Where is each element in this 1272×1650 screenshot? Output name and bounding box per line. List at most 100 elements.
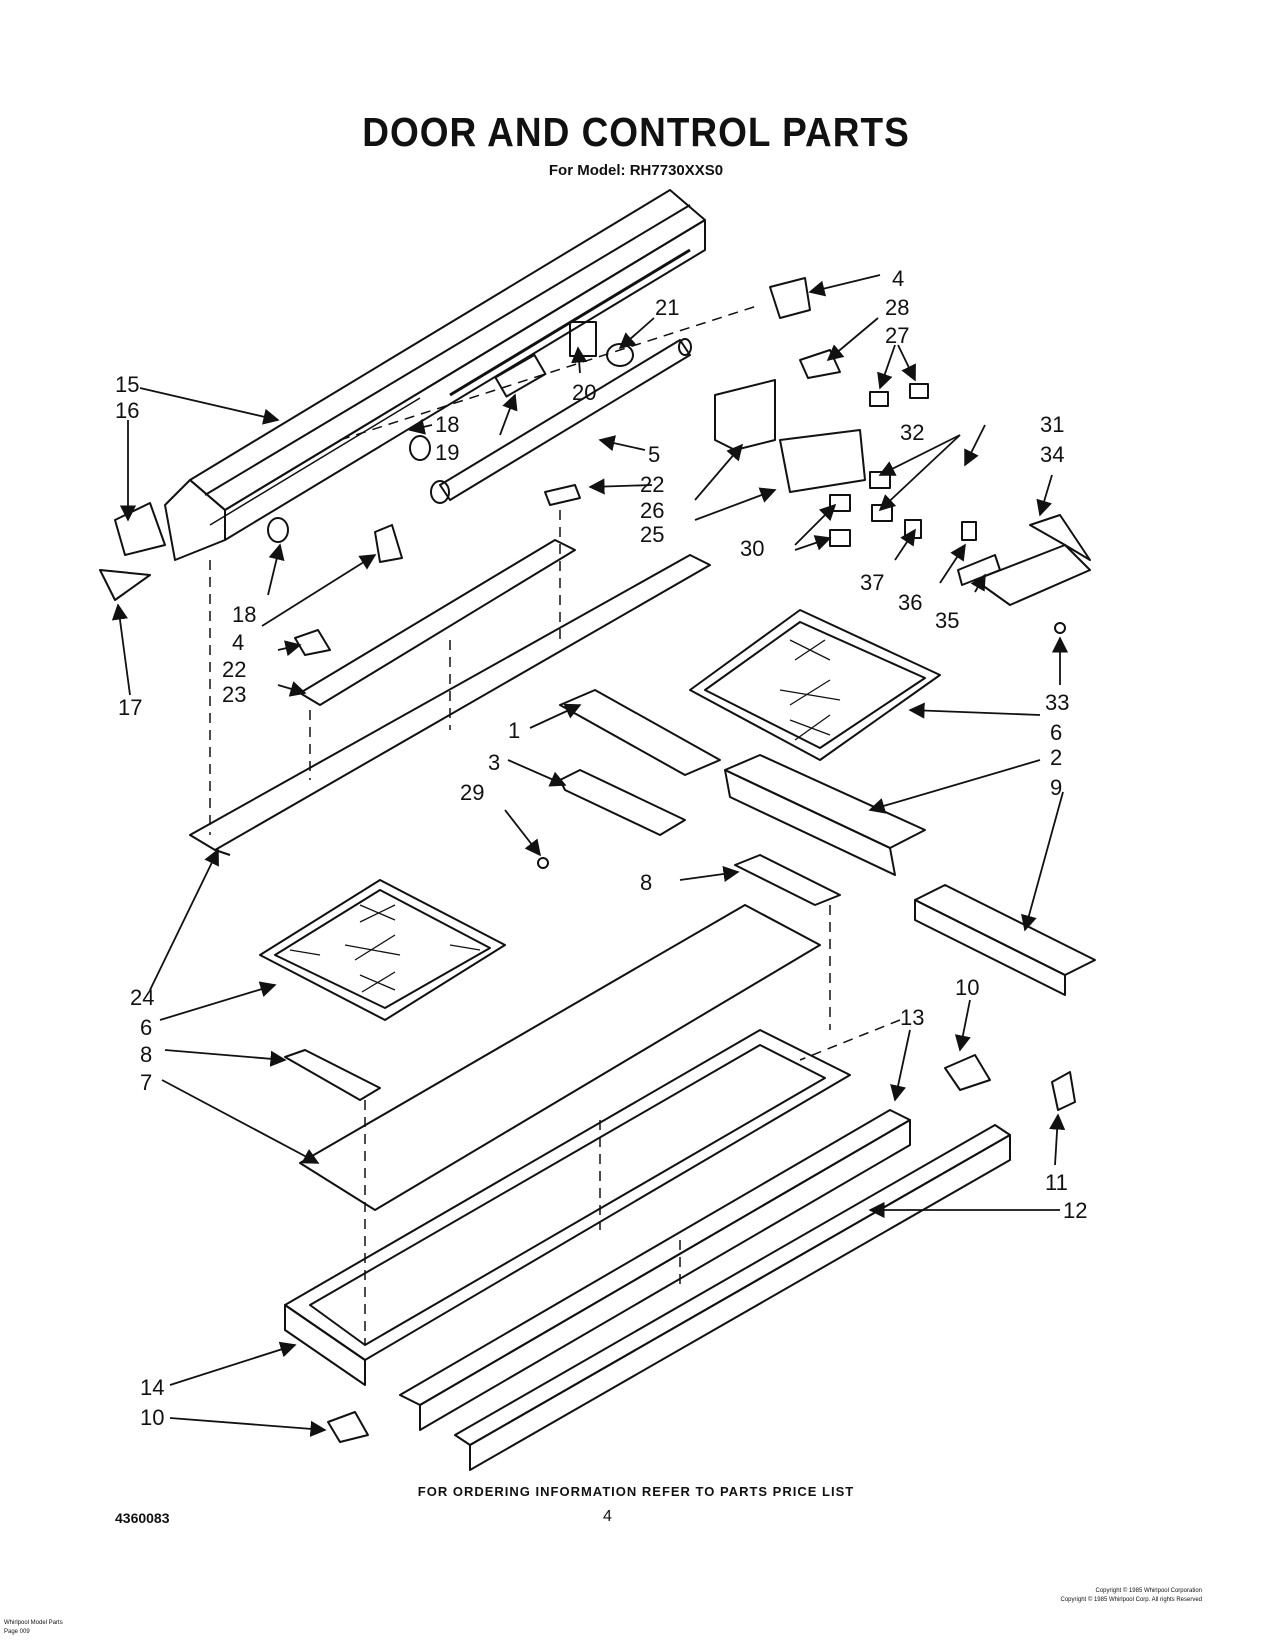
glass-panel-part [299,539,576,706]
small-part [869,391,889,407]
trim-part [734,854,841,906]
small-part [267,517,289,543]
callout-7: 7 [140,1070,152,1095]
callout-8: 8 [140,1042,152,1067]
grid-panel-part [689,609,941,761]
small-part [909,383,929,399]
callout-10: 10 [955,975,979,1000]
callout-27: 27 [885,323,909,348]
callout-11: 11 [1045,1170,1068,1195]
bracket-part [769,277,811,319]
callout-2: 2 [1050,745,1062,770]
channel-part [914,884,1096,976]
callout-18: 18 [435,412,459,437]
ordering-info-note: FOR ORDERING INFORMATION REFER TO PARTS … [417,1484,855,1499]
callout-15: 15 [115,372,139,397]
small-part [961,521,977,541]
trim-part [284,1049,381,1101]
callout-13: 13 [900,1005,924,1030]
callout-16: 16 [115,398,139,423]
callout-28: 28 [885,295,909,320]
bracket-part [559,769,686,836]
callout-23: 23 [222,682,246,707]
callout-20: 20 [572,380,596,405]
copyright-line: Copyright © 1985 Whirlpool Corp. All rig… [1060,1597,1202,1603]
bracket-part [714,379,776,451]
callout-3: 3 [488,750,500,775]
glass-panel-part [299,904,821,1211]
callout-37: 37 [860,570,884,595]
screw-part [1054,622,1066,634]
callout-26: 26 [640,498,664,523]
end-cap-part [99,569,151,601]
document-number: 4360083 [115,1510,170,1526]
callout-32: 32 [900,420,924,445]
page-number: 4 [603,1508,612,1525]
callout-12: 12 [1063,1198,1087,1223]
callout-14: 14 [140,1375,164,1400]
callout-22: 22 [640,472,664,497]
small-part [829,529,851,547]
switch-part [957,554,1001,586]
switch-housing-part [974,544,1091,606]
callout-33: 33 [1045,690,1069,715]
callout-21: 21 [655,295,679,320]
callout-19: 19 [435,440,459,465]
handle-tube-part [454,1124,1011,1471]
callout-17: 17 [118,695,142,720]
copyright-line: Copyright © 1985 Whirlpool Corporation [1095,1588,1202,1594]
callout-6: 6 [140,1015,152,1040]
callout-31: 31 [1040,412,1064,437]
hatching [289,639,841,993]
small-part [409,435,431,461]
screw-part [537,857,549,869]
callout-34: 34 [1040,442,1064,467]
clip-part [799,349,841,379]
small-part [374,524,403,563]
callout-29: 29 [460,780,484,805]
end-cap-part [114,502,166,556]
model-subtitle: For Model: RH7730XXS0 [548,162,724,179]
bracket-part [494,353,547,398]
small-part [829,494,851,512]
housing-part [724,754,926,849]
end-cap-part [327,1411,369,1443]
callout-4: 4 [892,266,904,291]
handle-tube-part [399,1109,911,1431]
switch-housing-part [1029,514,1091,561]
housing-part [724,769,896,876]
page-title: DOOR AND CONTROL PARTS [362,109,910,155]
callout-9: 9 [1050,775,1062,800]
corner-note: Page 009 [4,1629,30,1635]
callout-6: 6 [1050,720,1062,745]
end-cap-part [1051,1071,1076,1111]
channel-part [189,554,711,856]
callout-24: 24 [130,985,154,1010]
control-panel-part [164,189,706,561]
callout-22: 22 [222,657,246,682]
callout-18: 18 [232,602,256,627]
callout-8: 8 [640,870,652,895]
grid-panel-part [259,879,506,1021]
callout-36: 36 [898,590,922,615]
tube-part [430,338,692,504]
small-part [904,519,922,539]
corner-note: Whirlpool Model Parts [4,1620,63,1626]
callout-30: 30 [740,536,764,561]
callout-25: 25 [640,522,664,547]
callout-4: 4 [232,630,244,655]
callout-5: 5 [648,442,660,467]
callout-1: 1 [508,718,520,743]
callout-35: 35 [935,608,959,633]
channel-part [914,899,1066,996]
door-frame-part [284,1029,851,1386]
assembly-lines [209,304,901,1345]
leader-lines [111,274,1069,1437]
end-cap-part [944,1054,991,1091]
clip-part [544,484,581,506]
control-block-part [779,429,866,493]
clip-part [294,629,331,656]
bracket-part [569,321,597,357]
bar-part [559,689,721,776]
